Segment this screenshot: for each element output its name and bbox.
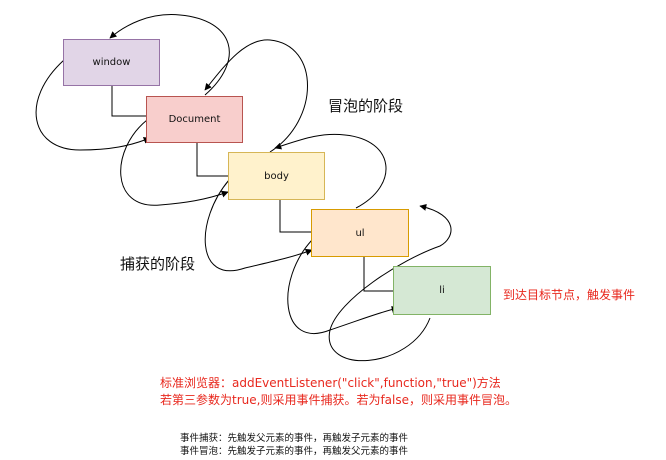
node-document-label: Document [168, 114, 221, 125]
standard-browser-line2: 若第三参数为true,则采用事件捕获。若为false，则采用事件冒泡。 [160, 393, 517, 407]
bubble-arrow-document-window [109, 14, 230, 96]
capture-arrow-body-ul [204, 179, 313, 272]
standard-browser-line1: 标准浏览器：addEventListener("click",function,… [160, 376, 501, 390]
node-window: window [63, 39, 160, 86]
connector-window-document [111, 86, 147, 117]
capture-arrow-document-body [120, 119, 229, 206]
capture-arrow-ul-li [287, 239, 399, 334]
bubble-arrow-li-ul [328, 203, 452, 362]
target-reached-label: 到达目标节点，触发事件 [503, 288, 636, 302]
connector-ul-li [363, 257, 394, 292]
node-body-label: body [264, 170, 289, 182]
node-ul: ul [311, 209, 409, 257]
node-li: li [393, 266, 491, 315]
node-document: Document [146, 96, 243, 143]
connector-document-body [196, 143, 229, 177]
connector-body-ul [279, 200, 312, 233]
node-ul-label: ul [355, 227, 365, 239]
bubble-phase-label: 冒泡的阶段 [328, 97, 404, 115]
node-li-label: li [439, 285, 445, 296]
node-window-label: window [92, 57, 131, 68]
bubble-description: 事件冒泡：先触发子元素的事件，再触发父元素的事件 [180, 446, 409, 457]
bubble-arrow-ul-body [274, 133, 387, 209]
node-body: body [228, 152, 325, 200]
capture-phase-label: 捕获的阶段 [120, 255, 196, 273]
capture-description: 事件捕获：先触发父元素的事件，再触发子元素的事件 [180, 433, 409, 444]
